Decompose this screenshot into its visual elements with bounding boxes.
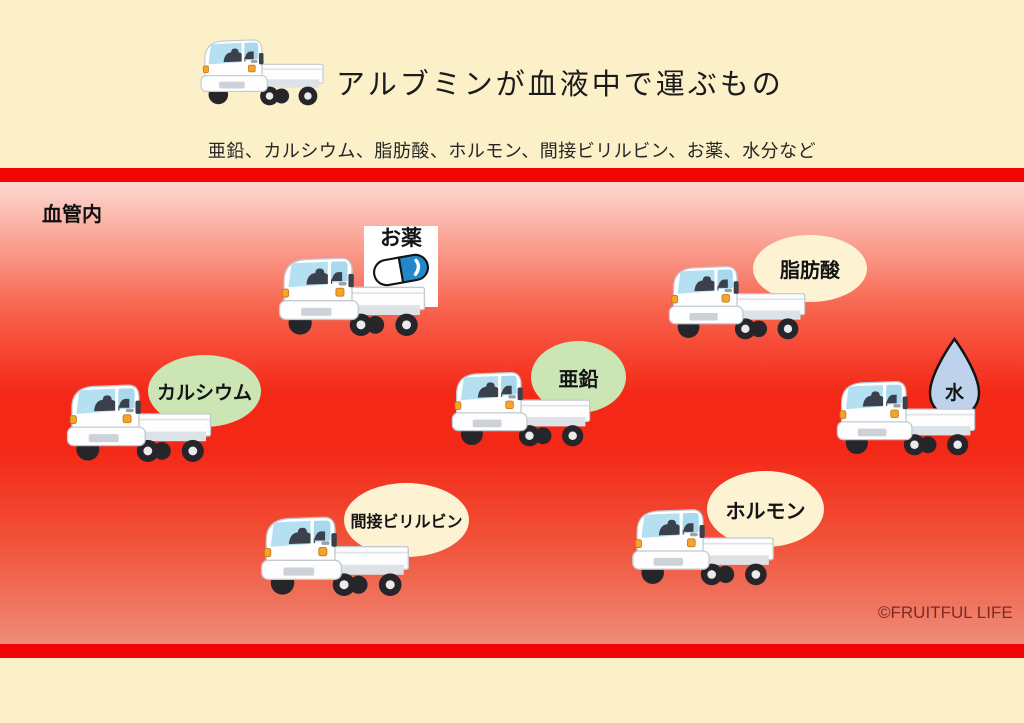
kei-truck-icon: [64, 374, 214, 467]
truck-bilirubin: [258, 506, 412, 601]
truck-zinc: [449, 362, 593, 451]
kei-truck-icon: [449, 362, 593, 451]
kei-truck-icon: [834, 371, 978, 460]
kei-truck-icon: [258, 506, 412, 601]
medicine-sign: お薬: [364, 226, 438, 307]
fatty-acid-label: 脂肪酸: [780, 260, 840, 282]
truck-medicine: [276, 247, 428, 341]
kei-truck-icon: [666, 256, 808, 344]
truck-hormone: [629, 499, 777, 590]
truck-water: [834, 371, 978, 460]
title-truck-illustration: [198, 30, 326, 110]
hormone-label: ホルモン: [725, 500, 806, 523]
copyright-text: ©FRUITFUL LIFE: [878, 603, 1013, 622]
fatty-acid-bubble: 脂肪酸: [753, 235, 867, 302]
page-subtitle: 亜鉛、カルシウム、脂肪酸、ホルモン、間接ビリルビン、お薬、水分など: [207, 141, 817, 161]
hormone-bubble: ホルモン: [707, 471, 824, 547]
vessel-label: 血管内: [42, 204, 102, 226]
page-title: アルブミンが血液中で運ぶもの: [336, 69, 784, 101]
capsule-icon: [373, 253, 429, 287]
bilirubin-bubble: 間接ビリルビン: [344, 483, 469, 557]
medicine-label: お薬: [380, 227, 422, 250]
truck-calcium: [64, 374, 214, 467]
kei-truck-icon: [276, 247, 428, 341]
bilirubin-label: 間接ビリルビン: [350, 514, 463, 531]
water-label: 水: [944, 383, 964, 404]
kei-truck-icon: [198, 30, 326, 110]
truck-fatty-acid: [666, 256, 808, 344]
kei-truck-icon: [629, 499, 777, 590]
calcium-label: カルシウム: [156, 382, 252, 404]
zinc-label: 亜鉛: [558, 368, 599, 391]
